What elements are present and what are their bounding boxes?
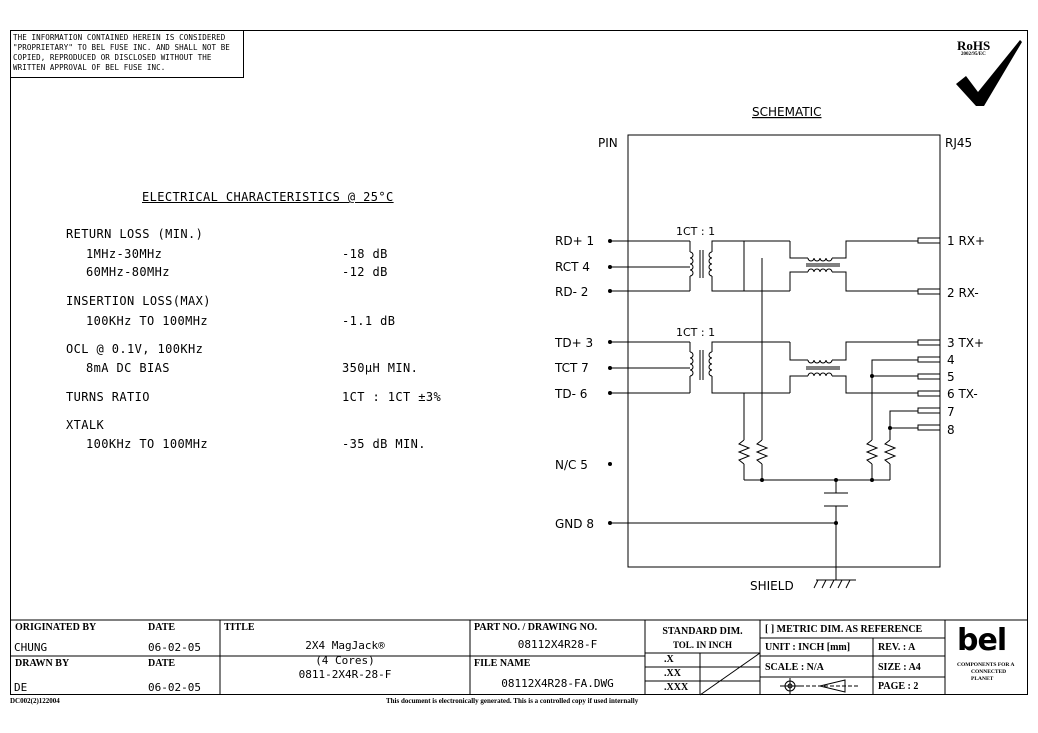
- bel-tagline: PLANET: [971, 676, 994, 682]
- ec-row-label: 100KHz TO 100MHz: [86, 437, 208, 451]
- ec-row-value: 350μH MIN.: [342, 361, 419, 375]
- ec-row-label: 8mA DC BIAS: [86, 361, 170, 375]
- document-code: DC002(2)122004: [10, 697, 60, 705]
- left-pin-label: TCT 7: [554, 361, 589, 375]
- ec-row-label: RETURN LOSS (MIN.): [66, 227, 204, 241]
- drawn-by-label: DRAWN BY: [15, 658, 70, 669]
- date-label: DATE: [148, 622, 176, 633]
- revision: REV. : A: [878, 642, 916, 653]
- shield-label: SHIELD: [750, 579, 794, 593]
- projection-symbol-icon: [780, 678, 860, 694]
- left-pin-label: RD- 2: [555, 285, 588, 299]
- right-pin-label: 1 RX+: [947, 234, 985, 248]
- tolerance-label: TOL. IN INCH: [672, 640, 733, 650]
- left-pin-label: GND 8: [555, 517, 594, 531]
- ec-row-label: OCL @ 0.1V, 100KHz: [66, 342, 204, 356]
- right-pin-label: 3 TX+: [947, 336, 984, 350]
- shield-ground-icon: [813, 579, 856, 589]
- ec-row-label: 1MHz-30MHz: [86, 247, 163, 261]
- right-pin-label: 4: [947, 353, 955, 367]
- rj45-contacts: [917, 237, 941, 431]
- termination-network: [737, 258, 918, 580]
- transformer-top: [689, 240, 918, 292]
- electrical-heading: ELECTRICAL CHARACTERISTICS @ 25°C: [142, 190, 394, 204]
- unit-label: UNIT : INCH [mm]: [765, 642, 851, 653]
- drawn-by: DE: [14, 681, 28, 694]
- ec-row-label: 100KHz TO 100MHz: [86, 314, 208, 328]
- date-label: DATE: [148, 658, 176, 669]
- part-no-label: PART NO. / DRAWING NO.: [474, 622, 598, 633]
- file-name-label: FILE NAME: [474, 658, 531, 669]
- proprietary-notice: THE INFORMATION CONTAINED HEREIN IS CONS…: [10, 30, 244, 78]
- sheet-size: SIZE : A4: [878, 662, 921, 673]
- originated-by: CHUNG: [14, 641, 48, 654]
- pin-header: PIN: [598, 136, 618, 150]
- rj45-header: RJ45: [945, 136, 972, 150]
- bel-logo-text: bel: [957, 623, 1007, 658]
- page-number: PAGE : 2: [878, 681, 919, 692]
- ec-row-value: -35 dB MIN.: [342, 437, 426, 451]
- date-originated: 06-02-05: [148, 641, 201, 654]
- right-pin-label: 7: [947, 405, 955, 419]
- left-pin-label: N/C 5: [555, 458, 588, 472]
- ec-row-label: 60MHz-80MHz: [86, 265, 170, 279]
- right-pin-label: 6 TX-: [947, 387, 978, 401]
- rohs-title: RoHS: [957, 38, 991, 53]
- scale: SCALE : N/A: [765, 662, 824, 673]
- tol-xx: .XX: [664, 668, 681, 679]
- left-pin-label: TD+ 3: [554, 336, 593, 350]
- ec-row-value: -12 dB: [342, 265, 388, 279]
- title-line: 0811-2X4R-28-F: [298, 668, 392, 681]
- right-pin-label: 2 RX-: [947, 286, 979, 300]
- transformer-bottom: [689, 341, 918, 394]
- controlled-copy-note: This document is electronically generate…: [386, 697, 639, 705]
- checkmark-icon: [956, 40, 1022, 106]
- right-pin-label: 8: [947, 423, 955, 437]
- ec-row-value: -18 dB: [342, 247, 388, 261]
- title-line: (4 Cores): [315, 654, 375, 667]
- left-pin-label: TD- 6: [554, 387, 587, 401]
- ratio-top: 1CT : 1: [676, 225, 715, 238]
- bel-tagline: CONNECTED: [971, 669, 1007, 675]
- left-pin-label: RCT 4: [555, 260, 590, 274]
- rohs-mark: RoHS 2002/95/EC: [952, 36, 1028, 108]
- title-label: TITLE: [224, 622, 255, 633]
- schematic-title: SCHEMATIC: [752, 105, 821, 119]
- title-line: 2X4 MagJack®: [305, 639, 385, 652]
- ratio-bottom: 1CT : 1: [676, 326, 715, 339]
- bel-logo: bel COMPONENTS FOR A CONNECTED PLANET: [947, 622, 1027, 694]
- module-outline: [627, 134, 941, 568]
- right-pin-label: 5: [947, 370, 955, 384]
- standard-dim-label: STANDARD DIM.: [662, 626, 743, 637]
- metric-note: [ ] METRIC DIM. AS REFERENCE: [765, 624, 923, 635]
- originated-by-label: ORIGINATED BY: [15, 622, 97, 633]
- ec-row-label: INSERTION LOSS(MAX): [66, 294, 211, 308]
- bel-tagline: COMPONENTS FOR A: [957, 662, 1015, 668]
- drawing-frame: [10, 30, 1028, 695]
- left-pin-label: RD+ 1: [555, 234, 594, 248]
- tol-xxx: .XXX: [664, 682, 689, 693]
- rohs-sub: 2002/95/EC: [961, 52, 986, 57]
- ec-row-value: -1.1 dB: [342, 314, 396, 328]
- part-no: 08112X4R28-F: [517, 638, 598, 651]
- ec-row-value: 1CT : 1CT ±3%: [342, 390, 442, 404]
- tol-x: .X: [664, 654, 674, 665]
- file-name: 08112X4R28-FA.DWG: [501, 677, 614, 690]
- ec-row-label: TURNS RATIO: [66, 390, 150, 404]
- left-pin-connections: [610, 240, 836, 524]
- date-drawn: 06-02-05: [148, 681, 201, 694]
- ec-row-label: XTALK: [66, 418, 105, 432]
